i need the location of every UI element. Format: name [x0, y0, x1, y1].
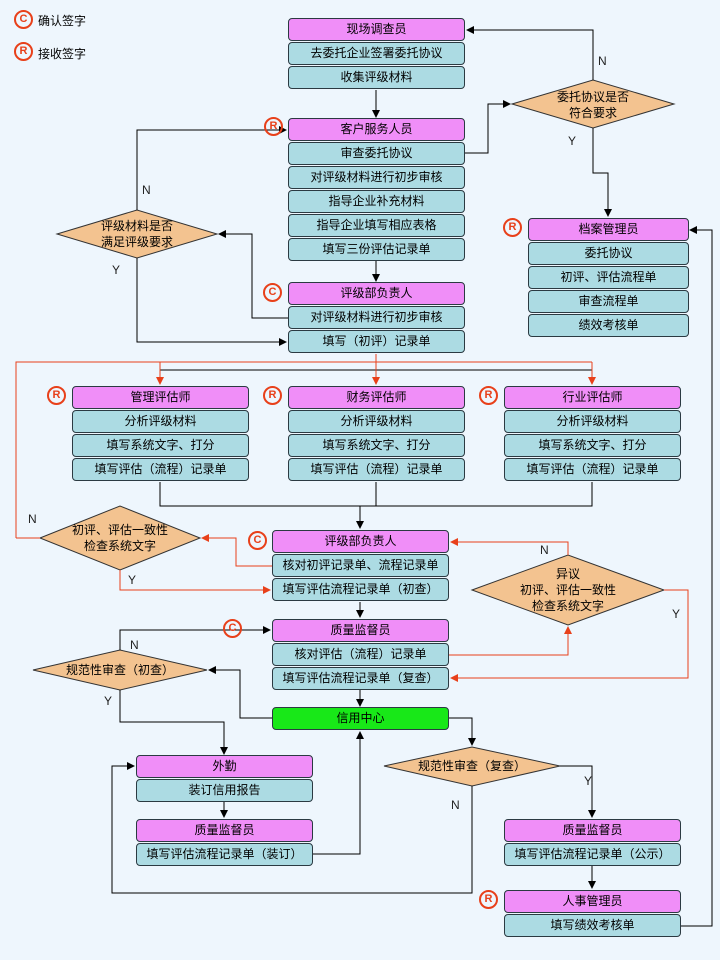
- yes-label: Y: [128, 573, 137, 587]
- node-hr-manager[interactable]: 人事管理员: [504, 890, 681, 913]
- no-label: N: [598, 54, 607, 68]
- legend-confirm-icon: C: [14, 10, 33, 29]
- step-write-score[interactable]: 填写系统文字、打分: [288, 434, 465, 457]
- step-fill-flow-record[interactable]: 填写评估（流程）记录单: [72, 458, 249, 481]
- confirm-signature-icon: C: [223, 619, 242, 638]
- decision-line: 满足评级要求: [100, 235, 173, 249]
- step-analyze-materials[interactable]: 分析评级材料: [288, 410, 465, 433]
- decision-line: 初评、评估一致性: [71, 523, 168, 537]
- node-field-staff[interactable]: 外勤: [136, 755, 313, 778]
- step-fill-initial-check[interactable]: 填写评估流程记录单（初查）: [272, 578, 449, 601]
- step-review-agreement[interactable]: 审查委托协议: [288, 142, 465, 165]
- decision-line: 规范性审查（初查）: [65, 663, 174, 677]
- yes-label: Y: [112, 263, 121, 277]
- step-analyze-materials[interactable]: 分析评级材料: [504, 410, 681, 433]
- node-rating-head-review[interactable]: 评级部负责人: [272, 530, 449, 553]
- receive-signature-icon: R: [503, 218, 522, 237]
- node-quality-supervisor[interactable]: 质量监督员: [272, 619, 449, 642]
- no-label: N: [28, 512, 37, 526]
- step-fill-three-records[interactable]: 填写三份评估记录单: [288, 238, 465, 261]
- node-industry-assessor[interactable]: 行业评估师: [504, 386, 681, 409]
- decision-line: 符合要求: [568, 106, 617, 120]
- decision-line: 异议: [555, 567, 580, 581]
- step-guide-supplement[interactable]: 指导企业补充材料: [288, 190, 465, 213]
- receive-signature-icon: R: [264, 117, 283, 136]
- step-preliminary-review[interactable]: 对评级材料进行初步审核: [288, 166, 465, 189]
- step-fill-flow-record[interactable]: 填写评估（流程）记录单: [288, 458, 465, 481]
- decision-norm-review-recheck[interactable]: 规范性审查（复查）: [402, 758, 542, 774]
- decision-norm-review-initial[interactable]: 规范性审查（初查）: [55, 662, 185, 678]
- step-fill-flow-record[interactable]: 填写评估（流程）记录单: [504, 458, 681, 481]
- decision-agreement-ok[interactable]: 委托协议是否 符合要求: [532, 89, 654, 121]
- receive-signature-icon: R: [479, 386, 498, 405]
- decision-line: 初评、评估一致性: [519, 583, 616, 597]
- legend-confirm-label: 确认签字: [38, 14, 87, 28]
- confirm-signature-icon: C: [263, 283, 282, 302]
- step-fill-binding-record[interactable]: 填写评估流程记录单（装订）: [136, 843, 313, 866]
- step-check-flow-record[interactable]: 核对评估（流程）记录单: [272, 643, 449, 666]
- step-fill-recheck[interactable]: 填写评估流程记录单（复查）: [272, 667, 449, 690]
- yes-label: Y: [672, 607, 681, 621]
- step-head-preliminary-review[interactable]: 对评级材料进行初步审核: [288, 306, 465, 329]
- node-finance-assessor[interactable]: 财务评估师: [288, 386, 465, 409]
- decision-line: 检查系统文字: [83, 539, 156, 553]
- step-guide-forms[interactable]: 指导企业填写相应表格: [288, 214, 465, 237]
- node-archive-manager[interactable]: 档案管理员: [528, 218, 689, 241]
- decision-line: 委托协议是否: [556, 90, 629, 104]
- decision-line: 评级材料是否: [100, 219, 173, 233]
- no-label: N: [130, 638, 139, 652]
- decision-materials-ok[interactable]: 评级材料是否 满足评级要求: [77, 218, 197, 250]
- legend-receive-icon: R: [14, 42, 33, 61]
- decision-norm-initial-shape: [32, 649, 208, 691]
- step-check-records[interactable]: 核对初评记录单、流程记录单: [272, 554, 449, 577]
- node-field-investigator[interactable]: 现场调查员: [288, 18, 465, 41]
- node-rating-head[interactable]: 评级部负责人: [288, 282, 465, 305]
- decision-materials-ok-shape: [55, 209, 219, 259]
- decision-objection[interactable]: 异议 初评、评估一致性 检查系统文字: [500, 566, 636, 614]
- receive-signature-icon: R: [263, 386, 282, 405]
- archive-item-agreement[interactable]: 委托协议: [528, 242, 689, 265]
- no-label: N: [142, 183, 151, 197]
- receive-signature-icon: R: [479, 890, 498, 909]
- no-label: N: [540, 543, 549, 557]
- no-label: N: [451, 798, 460, 812]
- archive-item-flow-sheet[interactable]: 初评、评估流程单: [528, 266, 689, 289]
- yes-label: Y: [104, 694, 113, 708]
- step-fill-initial-record[interactable]: 填写（初评）记录单: [288, 330, 465, 353]
- step-sign-agreement[interactable]: 去委托企业签署委托协议: [288, 42, 465, 65]
- node-credit-center[interactable]: 信用中心: [272, 707, 449, 730]
- step-fill-publish-record[interactable]: 填写评估流程记录单（公示）: [504, 843, 681, 866]
- confirm-signature-icon: C: [248, 531, 267, 550]
- receive-signature-icon: R: [47, 386, 66, 405]
- yes-label: Y: [568, 134, 577, 148]
- node-management-assessor[interactable]: 管理评估师: [72, 386, 249, 409]
- decision-consistency-check[interactable]: 初评、评估一致性 检查系统文字: [55, 522, 185, 554]
- legend-receive-label: 接收签字: [38, 47, 87, 61]
- decision-agreement-ok-shape: [510, 79, 676, 129]
- yes-label: Y: [584, 774, 593, 788]
- node-quality-supervisor-publish[interactable]: 质量监督员: [504, 819, 681, 842]
- node-quality-supervisor-binding[interactable]: 质量监督员: [136, 819, 313, 842]
- step-write-score[interactable]: 填写系统文字、打分: [72, 434, 249, 457]
- step-analyze-materials[interactable]: 分析评级材料: [72, 410, 249, 433]
- archive-item-review-sheet[interactable]: 审查流程单: [528, 290, 689, 313]
- archive-item-performance-sheet[interactable]: 绩效考核单: [528, 314, 689, 337]
- decision-consistency-shape: [38, 505, 202, 571]
- step-write-score[interactable]: 填写系统文字、打分: [504, 434, 681, 457]
- step-bind-report[interactable]: 装订信用报告: [136, 779, 313, 802]
- node-customer-service[interactable]: 客户服务人员: [288, 118, 465, 141]
- step-fill-performance[interactable]: 填写绩效考核单: [504, 914, 681, 937]
- decision-line: 规范性审查（复查）: [417, 759, 526, 773]
- step-collect-materials[interactable]: 收集评级材料: [288, 66, 465, 89]
- decision-line: 检查系统文字: [531, 599, 604, 613]
